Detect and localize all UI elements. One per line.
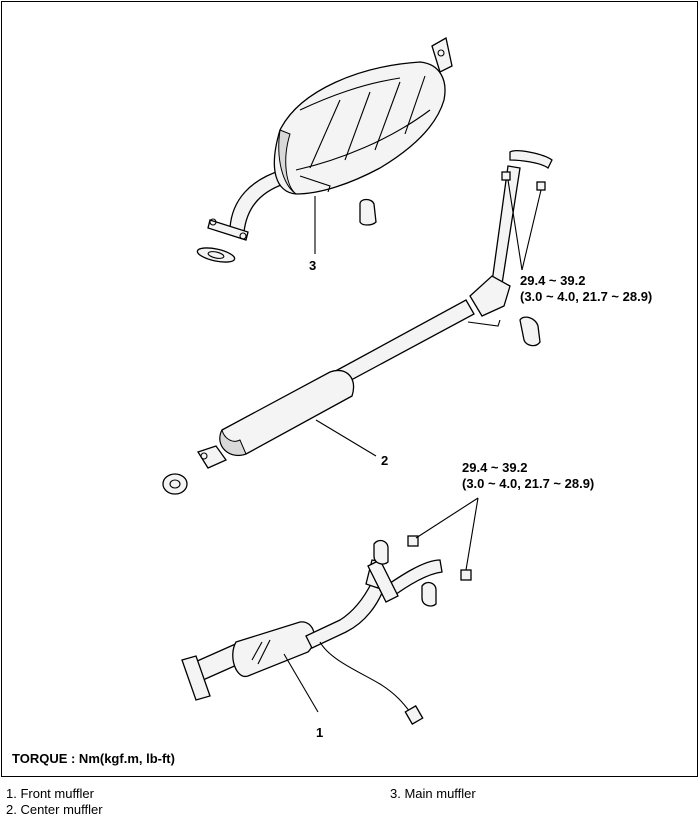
torque-upper-conversion: (3.0 ~ 4.0, 21.7 ~ 28.9) (520, 289, 652, 304)
torque-leader-lower-b (465, 497, 479, 571)
torque-upper-range: 29.4 ~ 39.2 (520, 273, 585, 288)
torque-leader-upper-a (507, 179, 523, 271)
legend-item-front-muffler: 1. Front muffler (6, 786, 94, 801)
center-muffler (162, 150, 553, 495)
front-muffler (181, 535, 472, 725)
torque-lower-conversion: (3.0 ~ 4.0, 21.7 ~ 28.9) (462, 476, 594, 491)
main-muffler (196, 36, 453, 263)
legend-item-main-muffler: 3. Main muffler (390, 786, 476, 801)
torque-lower-range: 29.4 ~ 39.2 (462, 460, 527, 475)
legend-item-center-muffler: 2. Center muffler (6, 802, 103, 817)
torque-unit-note: TORQUE : Nm(kgf.m, lb-ft) (12, 751, 175, 766)
callout-leader-2 (315, 419, 377, 457)
diagram-frame (1, 1, 698, 777)
callout-2: 2 (381, 453, 388, 468)
torque-leader-lower-a (415, 497, 479, 539)
torque-leader-upper-b (521, 189, 542, 271)
callout-leader-1 (283, 653, 319, 713)
callout-1: 1 (316, 725, 323, 740)
callout-3: 3 (309, 258, 316, 273)
